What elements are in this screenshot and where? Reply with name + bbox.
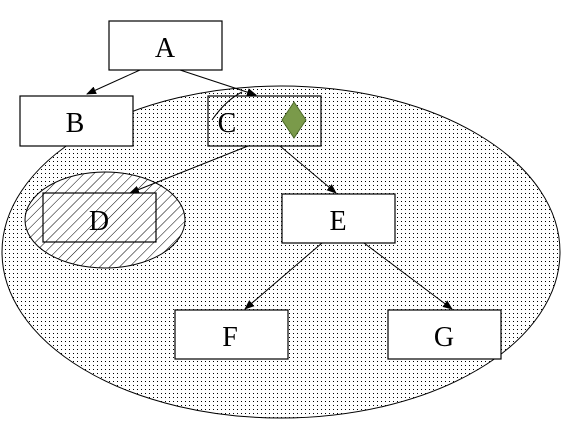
node-c: C [207,91,322,147]
node-b-label: B [66,108,85,139]
small-hatched-region [24,171,186,269]
node-e-label: E [329,206,346,237]
node-e: E [281,193,396,244]
node-c-corner-curve [211,91,243,121]
diamond-marker [281,101,307,139]
edge-a-c [179,69,257,96]
node-d-label: D [89,206,109,237]
node-f-label: F [222,322,238,353]
node-b: B [19,95,134,147]
edge-c-d [129,145,249,194]
edge-c-e [279,145,337,194]
node-g: G [387,309,502,360]
node-c-label: C [218,108,237,139]
node-g-label: G [434,322,454,353]
edge-e-f [244,242,323,310]
node-f: F [174,309,289,360]
edge-e-g [363,242,453,310]
node-a: A [108,20,223,71]
node-d: D [42,192,157,243]
edge-a-b [86,69,141,95]
node-a-label: A [155,33,176,64]
